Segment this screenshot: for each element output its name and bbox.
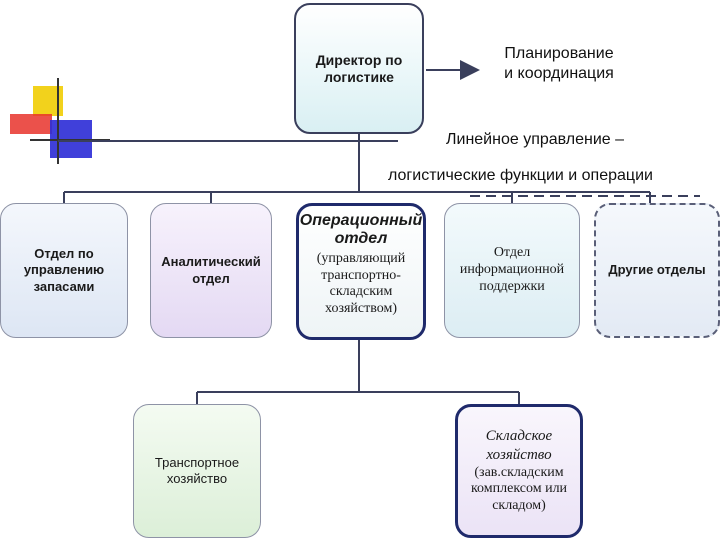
planning-label: Планирование и координация (484, 44, 634, 84)
operational-desc3: складским (329, 284, 393, 300)
warehouse-desc3: складом) (492, 498, 546, 514)
planning-line1: Планирование (504, 45, 614, 62)
operational-desc4: хозяйством) (324, 301, 398, 317)
transport-line1: Транспортное (154, 454, 240, 470)
transport-box: Транспортное хозяйство (133, 404, 261, 538)
analytic-line1: Аналитический (161, 254, 261, 270)
planning-line2: и координация (504, 65, 614, 82)
warehouse-desc1: (зав.складским (474, 464, 564, 480)
transport-line2: хозяйство (166, 471, 228, 486)
warehouse-desc2: комплексом или (470, 481, 568, 497)
inventory-dept-box: Отдел по управлению запасами (0, 203, 128, 338)
decor-line (58, 140, 398, 142)
warehouse-title1: Складское (485, 428, 553, 445)
other-dept-box: Другие отделы (594, 203, 720, 338)
other-line1: Другие отделы (608, 262, 706, 278)
operational-title2: отдел (334, 230, 388, 248)
linear-line1: Линейное управление – (446, 131, 625, 148)
operational-dept-box: Операционный отдел (управляющий транспор… (296, 203, 426, 340)
warehouse-box: Складское хозяйство (зав.складским компл… (455, 404, 583, 538)
director-line1: Директор по (315, 51, 403, 68)
analytic-line2: отдел (192, 270, 230, 286)
operational-title1: Операционный (299, 212, 423, 229)
info-line1: Отдел (493, 245, 531, 261)
inventory-line2: управлению (23, 262, 105, 278)
operational-desc1: (управляющий (316, 250, 406, 266)
info-line3: поддержки (479, 278, 545, 294)
info-line2: информационной (459, 262, 565, 278)
director-box: Директор по логистике (294, 3, 424, 134)
inventory-line3: запасами (33, 278, 95, 294)
info-dept-box: Отдел информационной поддержки (444, 203, 580, 338)
analytic-dept-box: Аналитический отдел (150, 203, 272, 338)
inventory-line1: Отдел по (34, 246, 94, 262)
operational-desc2: транспортно- (321, 267, 401, 283)
linear-line2: логистические функции и операции (388, 167, 653, 184)
color-squares-icon (10, 78, 110, 164)
director-line2: логистике (324, 68, 394, 85)
warehouse-title2: хозяйство (486, 446, 552, 463)
